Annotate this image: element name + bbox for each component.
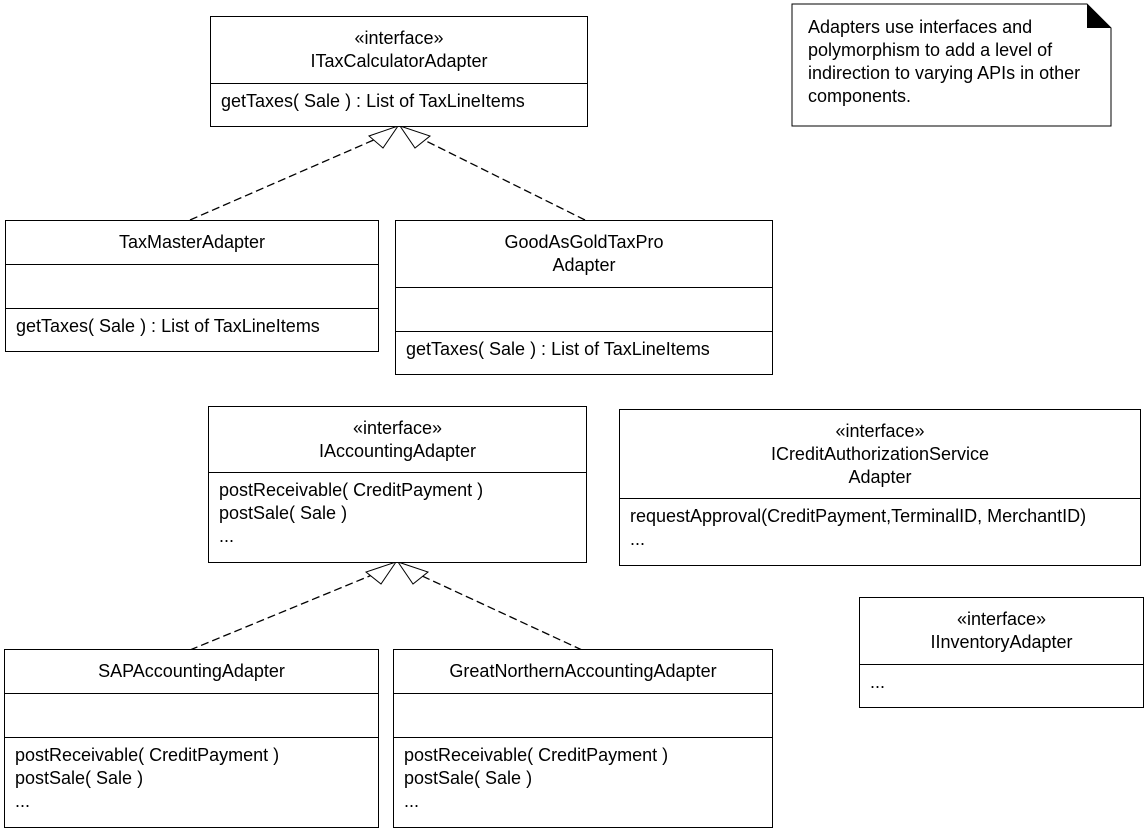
stereotype-label: «interface» — [956, 609, 1047, 629]
class-name-compartment: GreatNorthernAccountingAdapter — [394, 650, 772, 694]
class-name-line: GoodAsGoldTaxPro — [504, 232, 664, 252]
operations-compartment: getTaxes( Sale ) : List of TaxLineItems — [6, 309, 378, 338]
stereotype-label: «interface» — [352, 417, 443, 438]
operation: postSale( Sale ) — [219, 503, 348, 523]
class-name-line: Adapter — [552, 255, 616, 275]
realization-arrowhead-left-accounting — [364, 561, 398, 585]
operation: postReceivable( CreditPayment ) — [219, 480, 484, 500]
attributes-compartment — [394, 694, 772, 738]
class-name-compartment: SAPAccountingAdapter — [5, 650, 378, 694]
operations-compartment: getTaxes( Sale ) : List of TaxLineItems — [211, 84, 587, 113]
operations-compartment: postReceivable( CreditPayment ) postSale… — [394, 738, 772, 813]
class-greatnorthernaccountingadapter[interactable]: GreatNorthernAccountingAdapter postRecei… — [393, 649, 773, 828]
operation: postSale( Sale ) — [404, 768, 533, 788]
realization-sap-to-iaccounting — [189, 574, 373, 651]
operation: getTaxes( Sale ) : List of TaxLineItems — [16, 316, 320, 336]
operation: ... — [630, 529, 646, 549]
realization-arrowhead-left — [368, 125, 400, 149]
realization-greatnorthern-to-iaccounting — [419, 574, 583, 651]
operations-compartment: postReceivable( CreditPayment ) postSale… — [5, 738, 378, 813]
note-text: Adapters use interfaces and polymorphism… — [808, 16, 1108, 108]
operation: getTaxes( Sale ) : List of TaxLineItems — [221, 91, 525, 111]
class-name: TaxMasterAdapter — [118, 232, 266, 252]
operation: postReceivable( CreditPayment ) — [15, 745, 280, 765]
note-line: Adapters use interfaces and — [808, 17, 1033, 37]
operations-compartment: requestApproval(CreditPayment,TerminalID… — [620, 499, 1140, 551]
realization-arrowhead-right — [398, 125, 432, 149]
class-name: GreatNorthernAccountingAdapter — [449, 661, 717, 681]
note-line: indirection to varying APIs in other — [808, 63, 1081, 83]
class-name-compartment: «interface» ICreditAuthorizationService … — [620, 410, 1140, 499]
note-line: components. — [808, 86, 912, 106]
operation: getTaxes( Sale ) : List of TaxLineItems — [406, 339, 710, 359]
operations-compartment: postReceivable( CreditPayment ) postSale… — [209, 473, 586, 548]
operation: postSale( Sale ) — [15, 768, 144, 788]
class-name-line: Adapter — [848, 466, 912, 487]
class-name-compartment: «interface» IAccountingAdapter — [209, 407, 586, 473]
class-iinventoryadapter[interactable]: «interface» IInventoryAdapter ... — [859, 597, 1144, 708]
class-goodasgoldtaxproadapter[interactable]: GoodAsGoldTaxPro Adapter getTaxes( Sale … — [395, 220, 773, 375]
realization-goodasgold-to-itax — [421, 138, 586, 221]
operations-compartment: getTaxes( Sale ) : List of TaxLineItems — [396, 332, 772, 361]
realization-arrowhead-right-accounting — [396, 561, 430, 585]
attributes-compartment — [396, 288, 772, 332]
class-iaccountingadapter[interactable]: «interface» IAccountingAdapter postRecei… — [208, 406, 587, 563]
attributes-compartment — [5, 694, 378, 738]
note-fold-corner — [1087, 4, 1111, 28]
class-name-line: ICreditAuthorizationService — [770, 443, 990, 464]
attributes-compartment — [6, 265, 378, 309]
class-icreditauthorizationserviceadapter[interactable]: «interface» ICreditAuthorizationService … — [619, 409, 1141, 566]
realization-taxmaster-to-itax — [189, 138, 377, 221]
note-shape — [791, 3, 1112, 127]
class-name: IInventoryAdapter — [930, 632, 1073, 652]
class-name-compartment: «interface» ITaxCalculatorAdapter — [211, 17, 587, 84]
class-itaxcalculatoradapter[interactable]: «interface» ITaxCalculatorAdapter getTax… — [210, 16, 588, 127]
class-name-compartment: «interface» IInventoryAdapter — [860, 598, 1143, 665]
operation: requestApproval(CreditPayment,TerminalID… — [630, 506, 1087, 526]
class-name: IAccountingAdapter — [318, 440, 477, 461]
class-name: ITaxCalculatorAdapter — [310, 51, 488, 71]
operations-compartment: ... — [860, 665, 1143, 694]
note-line: polymorphism to add a level of — [808, 40, 1053, 60]
operation: ... — [15, 791, 31, 811]
operation: ... — [219, 526, 235, 546]
class-sapaccountingadapter[interactable]: SAPAccountingAdapter postReceivable( Cre… — [4, 649, 379, 828]
operation: ... — [404, 791, 420, 811]
class-name-compartment: TaxMasterAdapter — [6, 221, 378, 265]
class-name-compartment: GoodAsGoldTaxPro Adapter — [396, 221, 772, 288]
operation: postReceivable( CreditPayment ) — [404, 745, 669, 765]
class-taxmasteradapter[interactable]: TaxMasterAdapter getTaxes( Sale ) : List… — [5, 220, 379, 352]
class-name: SAPAccountingAdapter — [98, 661, 285, 681]
stereotype-label: «interface» — [354, 28, 444, 48]
stereotype-label: «interface» — [835, 420, 925, 441]
operation: ... — [870, 672, 886, 692]
